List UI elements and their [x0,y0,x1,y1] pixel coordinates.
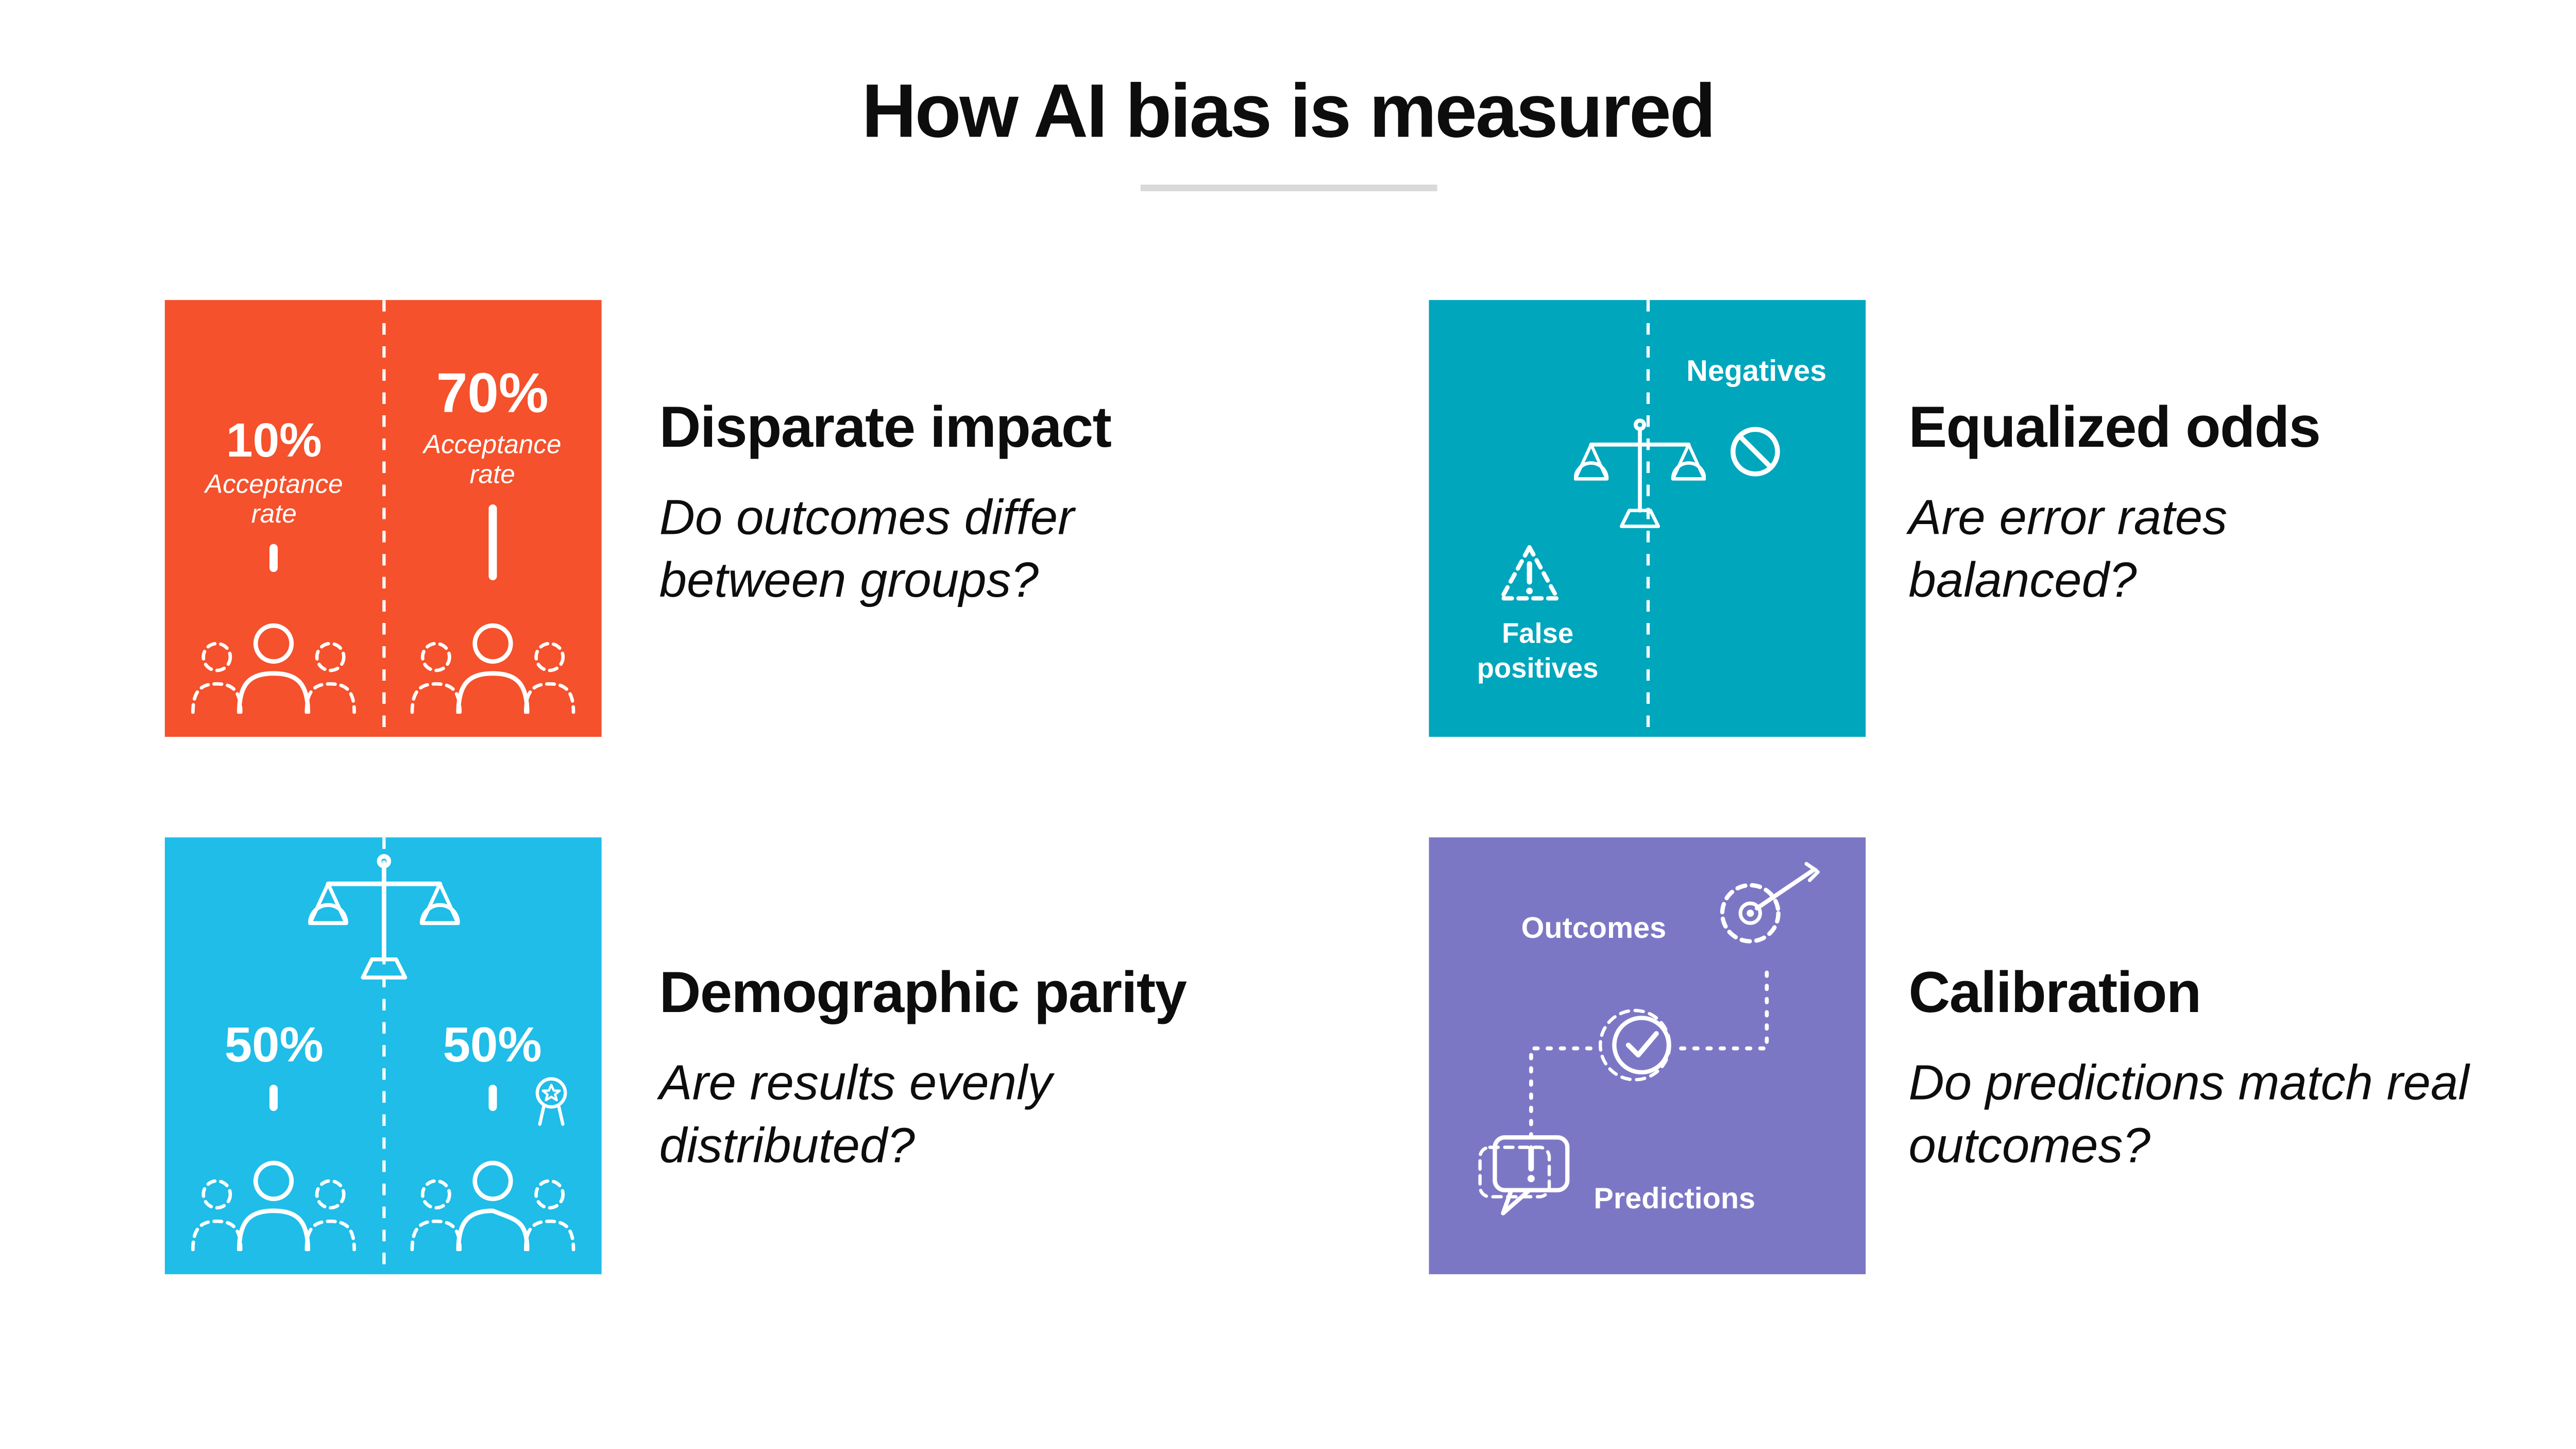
check-circle-icon [1599,1008,1671,1082]
false-positives-label: False positives [1477,618,1599,685]
tile-demographic-parity: 50% 50% [164,837,602,1274]
people-group-icon [410,623,575,714]
equalized-odds-text: Equalized odds Are error rates balanced? [1908,396,2411,614]
dashed-divider [381,300,385,737]
warning-triangle-icon [1499,545,1560,601]
balance-scale-icon [1574,418,1706,528]
disparate-right-group: 70% Acceptance rate [383,300,602,737]
section-heading: Disparate impact [659,395,1112,460]
calibration-text: Calibration Do predictions match real ou… [1908,961,2494,1179]
bar-marker [488,1084,497,1111]
award-ribbon-icon [535,1077,566,1126]
dotted-connector [1529,970,1769,1153]
parity-right-group: 50% [383,837,602,1274]
demographic-parity-text: Demographic parity Are results evenly di… [659,961,1204,1179]
target-dart-icon [1720,862,1820,943]
balance-scale-icon [307,854,459,980]
section-heading: Equalized odds [1908,395,2320,460]
people-group-icon [191,623,357,714]
speech-bubble-icon [1478,1135,1570,1216]
left-percentage: 10% [226,415,322,468]
section-question: Are results evenly distributed? [659,1056,1053,1174]
section-heading: Demographic parity [659,961,1187,1025]
parity-left-group: 50% [165,837,383,1274]
people-group-icon [191,1160,357,1252]
right-percentage: 50% [443,1018,542,1073]
title-divider [1140,184,1436,192]
section-heading: Calibration [1908,961,2201,1025]
right-acceptance-label: Acceptance rate [423,432,562,490]
right-percentage: 70% [436,362,549,426]
outcomes-label: Outcomes [1521,912,1667,945]
disparate-impact-text: Disparate impact Do outcomes differ betw… [659,396,1204,614]
left-acceptance-label: Acceptance rate [205,471,343,529]
predictions-label: Predictions [1594,1182,1756,1215]
negatives-label: Negatives [1686,354,1827,387]
left-percentage: 50% [224,1018,324,1073]
dashed-divider [1646,300,1649,737]
tile-calibration: Outcomes Predictions [1429,837,1866,1274]
bar-marker [269,544,278,572]
bar-marker [488,504,497,581]
dashed-divider [381,837,385,1274]
page-title: How AI bias is measured [861,68,1716,154]
bar-marker [269,1084,278,1111]
tile-equalized-odds: Negatives False positives [1429,300,1866,737]
section-question: Do predictions match real outcomes? [1908,1056,2469,1174]
section-question: Do outcomes differ between groups? [659,491,1075,609]
disparate-left-group: 10% Acceptance rate [165,300,383,737]
section-question: Are error rates balanced? [1908,491,2228,609]
tile-disparate-impact: 10% Acceptance rate 70% Acceptance rate [164,300,602,737]
people-group-icon [410,1160,575,1252]
no-symbol-icon [1730,427,1780,477]
